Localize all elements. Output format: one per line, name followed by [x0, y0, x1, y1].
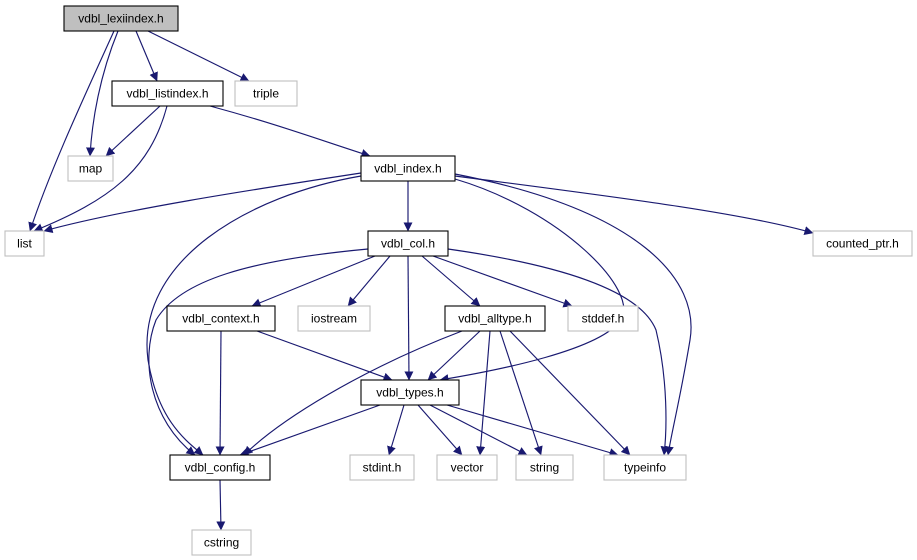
node-label-types: vdbl_types.h [376, 386, 443, 400]
edge-lexiindex-to-map [85, 30, 119, 157]
node-label-counted_ptr: counted_ptr.h [826, 237, 899, 251]
edge-col-to-alltype [421, 255, 481, 307]
edge-alltype-to-vector [476, 330, 491, 456]
node-alltype[interactable]: vdbl_alltype.h [444, 305, 546, 332]
node-label-listindex: vdbl_listindex.h [126, 87, 208, 101]
node-box-typeinfo [603, 454, 687, 481]
edge-types-to-config [239, 404, 381, 457]
edge-index-to-counted_ptr [454, 175, 814, 235]
node-label-col: vdbl_col.h [381, 237, 435, 251]
node-box-config [169, 454, 271, 481]
node-box-context [166, 305, 276, 332]
node-box-alltype [444, 305, 546, 332]
edge-alltype-to-types [427, 330, 481, 381]
node-label-cstring: cstring [204, 536, 239, 550]
edge-listindex-to-index [209, 105, 371, 158]
edge-types-to-string [429, 404, 528, 456]
edge-col-to-stddef [432, 255, 573, 308]
node-label-typeinfo: typeinfo [624, 461, 666, 475]
edge-context-to-types [256, 330, 393, 382]
node-box-col [367, 230, 449, 257]
node-counted_ptr: counted_ptr.h [812, 230, 913, 257]
node-box-string [515, 454, 574, 481]
node-label-config: vdbl_config.h [185, 461, 256, 475]
node-label-context: vdbl_context.h [182, 312, 259, 326]
edge-types-to-typeinfo [446, 404, 619, 457]
node-stddef: stddef.h [567, 305, 639, 332]
node-box-listindex [111, 80, 224, 107]
node-types[interactable]: vdbl_types.h [360, 379, 460, 406]
node-context[interactable]: vdbl_context.h [166, 305, 276, 332]
edges-layer [28, 30, 814, 531]
node-label-stdint: stdint.h [363, 461, 402, 475]
node-box-triple [234, 80, 298, 107]
node-map: map [67, 155, 114, 182]
node-box-index [360, 155, 456, 182]
node-lexiindex[interactable]: vdbl_lexiindex.h [63, 5, 179, 32]
node-box-lexiindex [63, 5, 179, 32]
node-box-stdint [349, 454, 415, 481]
node-label-string: string [530, 461, 559, 475]
node-index[interactable]: vdbl_index.h [360, 155, 456, 182]
node-stdint: stdint.h [349, 454, 415, 481]
edge-col-to-iostream [347, 255, 391, 307]
node-box-iostream [297, 305, 371, 332]
node-config[interactable]: vdbl_config.h [169, 454, 271, 481]
node-label-stddef: stddef.h [582, 312, 625, 326]
edge-col-to-types [404, 255, 414, 381]
node-box-map [67, 155, 114, 182]
node-label-alltype: vdbl_alltype.h [458, 312, 531, 326]
edge-col-to-context [251, 255, 376, 307]
nodes-layer: vdbl_lexiindex.h vdbl_listindex.h triple ma… [4, 5, 913, 556]
edge-config-to-cstring [216, 479, 226, 531]
edge-col-to-config [148, 248, 369, 456]
edge-lexiindex-to-listindex [135, 30, 158, 82]
node-box-cstring [191, 529, 252, 556]
node-label-lexiindex: vdbl_lexiindex.h [78, 12, 163, 26]
node-string: string [515, 454, 574, 481]
node-list: list [4, 230, 45, 257]
edge-index-to-typeinfo [454, 173, 692, 456]
node-vector: vector [436, 454, 498, 481]
edge-types-to-stdint [387, 404, 405, 456]
edge-alltype-to-typeinfo [509, 330, 631, 456]
node-box-stddef [567, 305, 639, 332]
node-triple: triple [234, 80, 298, 107]
node-listindex[interactable]: vdbl_listindex.h [111, 80, 224, 107]
node-label-list: list [17, 237, 32, 251]
edge-index-to-types [439, 178, 625, 384]
edge-col-to-typeinfo [447, 248, 670, 456]
edge-alltype-to-config [243, 330, 463, 456]
node-cstring: cstring [191, 529, 252, 556]
edge-listindex-to-map [105, 105, 161, 157]
edge-types-to-vector [417, 404, 463, 456]
node-label-vector: vector [451, 461, 484, 475]
node-iostream: iostream [297, 305, 371, 332]
node-box-vector [436, 454, 498, 481]
node-label-iostream: iostream [311, 312, 357, 326]
edge-lexiindex-to-list [28, 30, 115, 232]
node-box-list [4, 230, 45, 257]
node-label-triple: triple [253, 87, 279, 101]
node-box-counted_ptr [812, 230, 913, 257]
edge-index-to-config [146, 175, 362, 456]
edge-context-to-config [215, 330, 225, 456]
node-label-index: vdbl_index.h [374, 162, 441, 176]
edge-alltype-to-string [499, 330, 543, 456]
node-col[interactable]: vdbl_col.h [367, 230, 449, 257]
edge-lexiindex-to-triple [147, 30, 250, 82]
edge-index-to-list [43, 172, 362, 234]
edge-listindex-to-list [33, 105, 168, 232]
node-typeinfo: typeinfo [603, 454, 687, 481]
node-box-types [360, 379, 460, 406]
node-label-map: map [79, 162, 103, 176]
